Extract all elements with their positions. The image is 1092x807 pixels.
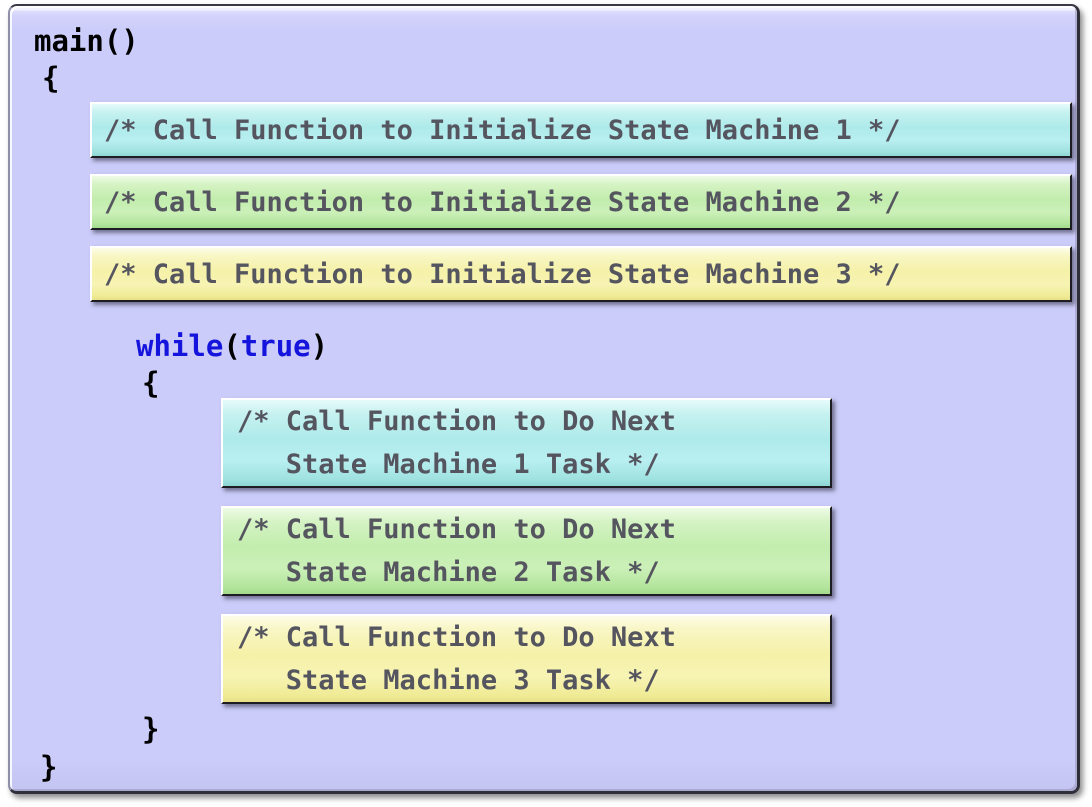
code-line-open-brace: { bbox=[42, 61, 60, 95]
comment-text-line-2: State Machine 3 Task */ bbox=[237, 665, 660, 696]
code-line-loop-close-brace: } bbox=[142, 712, 160, 746]
comment-text: /* Call Function to Initialize State Mac… bbox=[104, 258, 901, 290]
comment-box-init-state-machine-2: /* Call Function to Initialize State Mac… bbox=[90, 174, 1072, 230]
comment-text-line-2: State Machine 1 Task */ bbox=[237, 449, 660, 480]
literal-true: true bbox=[240, 329, 311, 363]
comment-box-task-state-machine-1: /* Call Function to Do Next State Machin… bbox=[221, 398, 832, 488]
code-line-function-close-brace: } bbox=[40, 750, 58, 784]
comment-text: /* Call Function to Initialize State Mac… bbox=[104, 114, 901, 146]
code-line-loop-open-brace: { bbox=[142, 366, 160, 400]
comment-text: /* Call Function to Initialize State Mac… bbox=[104, 186, 901, 218]
keyword-while: while bbox=[136, 329, 224, 363]
paren-close: ) bbox=[310, 329, 329, 363]
comment-box-task-state-machine-3: /* Call Function to Do Next State Machin… bbox=[221, 614, 832, 704]
paren-open: ( bbox=[223, 329, 241, 363]
code-panel: main() { /* Call Function to Initialize … bbox=[8, 4, 1080, 794]
comment-box-init-state-machine-3: /* Call Function to Initialize State Mac… bbox=[90, 246, 1072, 302]
comment-text-line-1: /* Call Function to Do Next bbox=[237, 514, 676, 545]
comment-box-task-state-machine-2: /* Call Function to Do Next State Machin… bbox=[221, 506, 832, 596]
comment-text-line-2: State Machine 2 Task */ bbox=[237, 557, 660, 588]
comment-box-init-state-machine-1: /* Call Function to Initialize State Mac… bbox=[90, 102, 1072, 158]
code-line-while-loop: while(true) bbox=[136, 329, 328, 363]
code-line-function-header: main() bbox=[34, 24, 139, 58]
comment-text-line-1: /* Call Function to Do Next bbox=[237, 622, 676, 653]
comment-text-line-1: /* Call Function to Do Next bbox=[237, 406, 676, 437]
